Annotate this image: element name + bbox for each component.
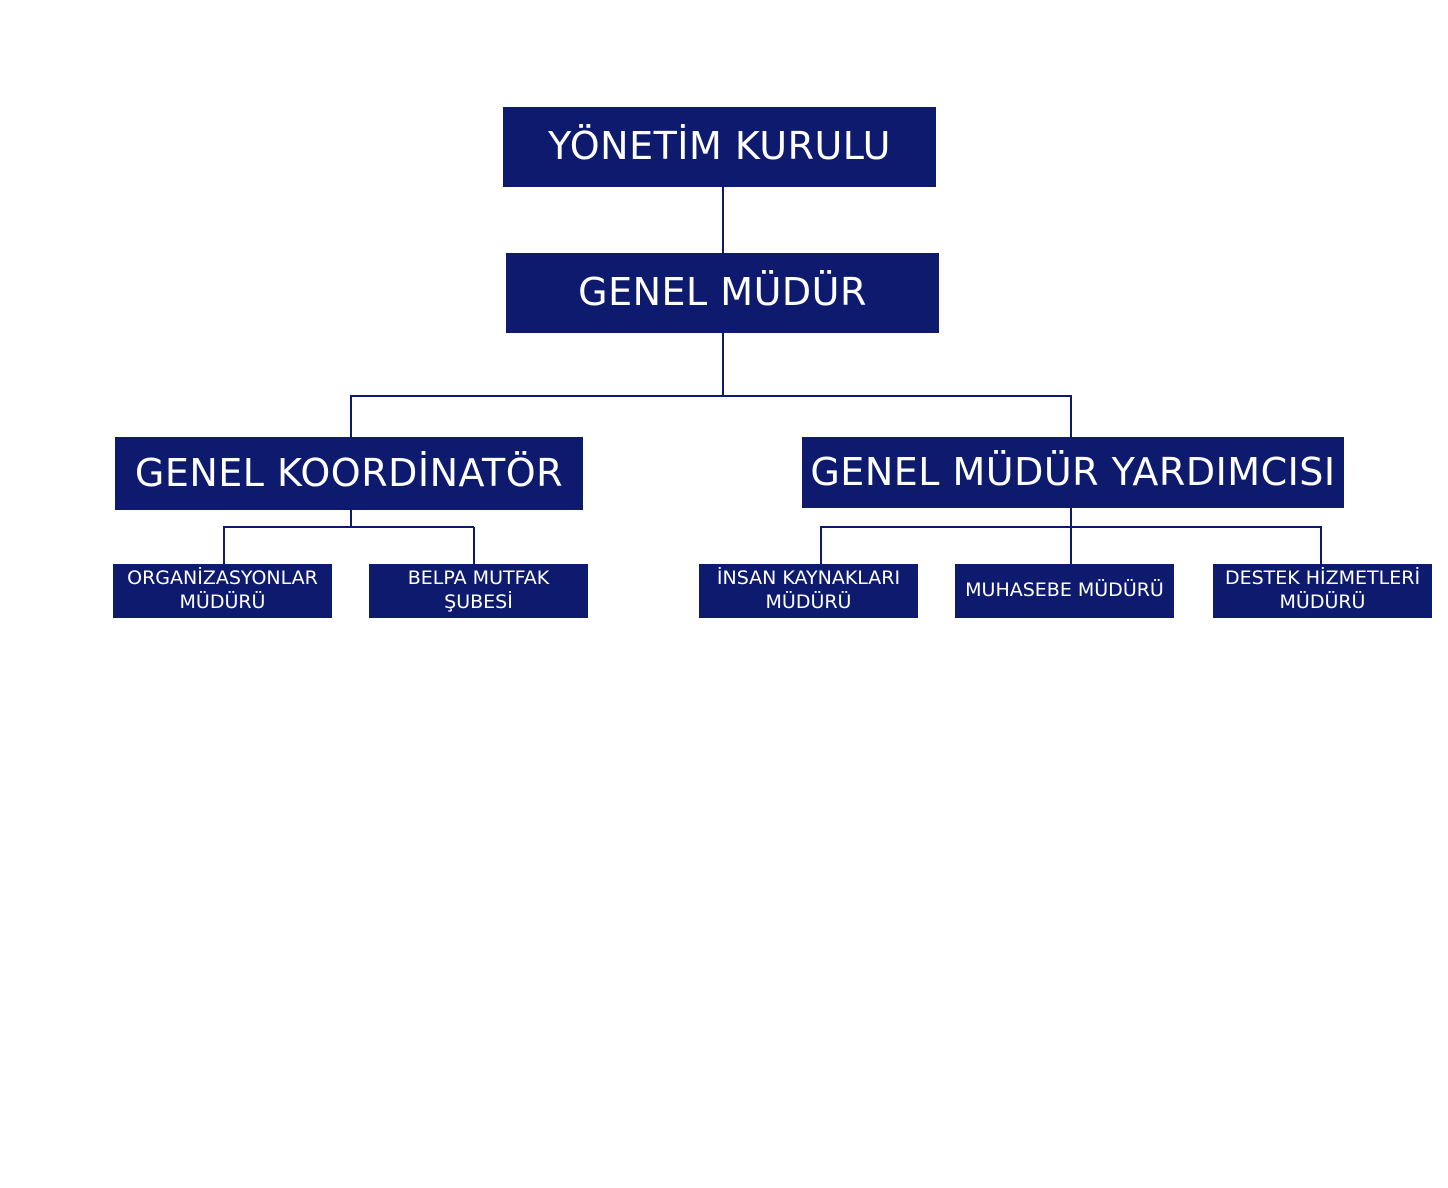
node-support-services-manager-line1: DESTEK HİZMETLERİ [1224, 567, 1421, 590]
node-support-services-manager-line2: MÜDÜRÜ [1279, 591, 1366, 613]
node-organizations-manager-line1: ORGANİZASYONLAR [127, 567, 318, 590]
node-belpa-kitchen: BELPA MUTFAK ŞUBESİ [369, 564, 588, 618]
node-general-manager-label: GENEL MÜDÜR [578, 270, 867, 315]
node-hr-manager-line2: MÜDÜRÜ [765, 591, 852, 613]
node-hr-manager: İNSAN KAYNAKLARI MÜDÜRÜ [699, 564, 918, 618]
node-board: YÖNETİM KURULU [503, 107, 936, 187]
node-support-services-manager: DESTEK HİZMETLERİ MÜDÜRÜ [1213, 564, 1432, 618]
node-board-label: YÖNETİM KURULU [548, 124, 891, 169]
node-general-manager: GENEL MÜDÜR [506, 253, 939, 333]
node-general-coordinator: GENEL KOORDİNATÖR [115, 437, 583, 510]
node-deputy-general-manager-label: GENEL MÜDÜR YARDIMCISI [810, 449, 1336, 494]
node-belpa-kitchen-line2: ŞUBESİ [444, 591, 513, 613]
node-accounting-manager-label: MUHASEBE MÜDÜRÜ [965, 579, 1164, 602]
node-accounting-manager: MUHASEBE MÜDÜRÜ [955, 564, 1174, 618]
node-hr-manager-line1: İNSAN KAYNAKLARI [716, 567, 901, 590]
node-general-coordinator-label: GENEL KOORDİNATÖR [134, 450, 564, 495]
node-organizations-manager-line2: MÜDÜRÜ [179, 591, 266, 613]
node-organizations-manager: ORGANİZASYONLAR MÜDÜRÜ [113, 564, 332, 618]
node-deputy-general-manager: GENEL MÜDÜR YARDIMCISI [802, 437, 1344, 508]
node-belpa-kitchen-line1: BELPA MUTFAK [407, 567, 550, 590]
